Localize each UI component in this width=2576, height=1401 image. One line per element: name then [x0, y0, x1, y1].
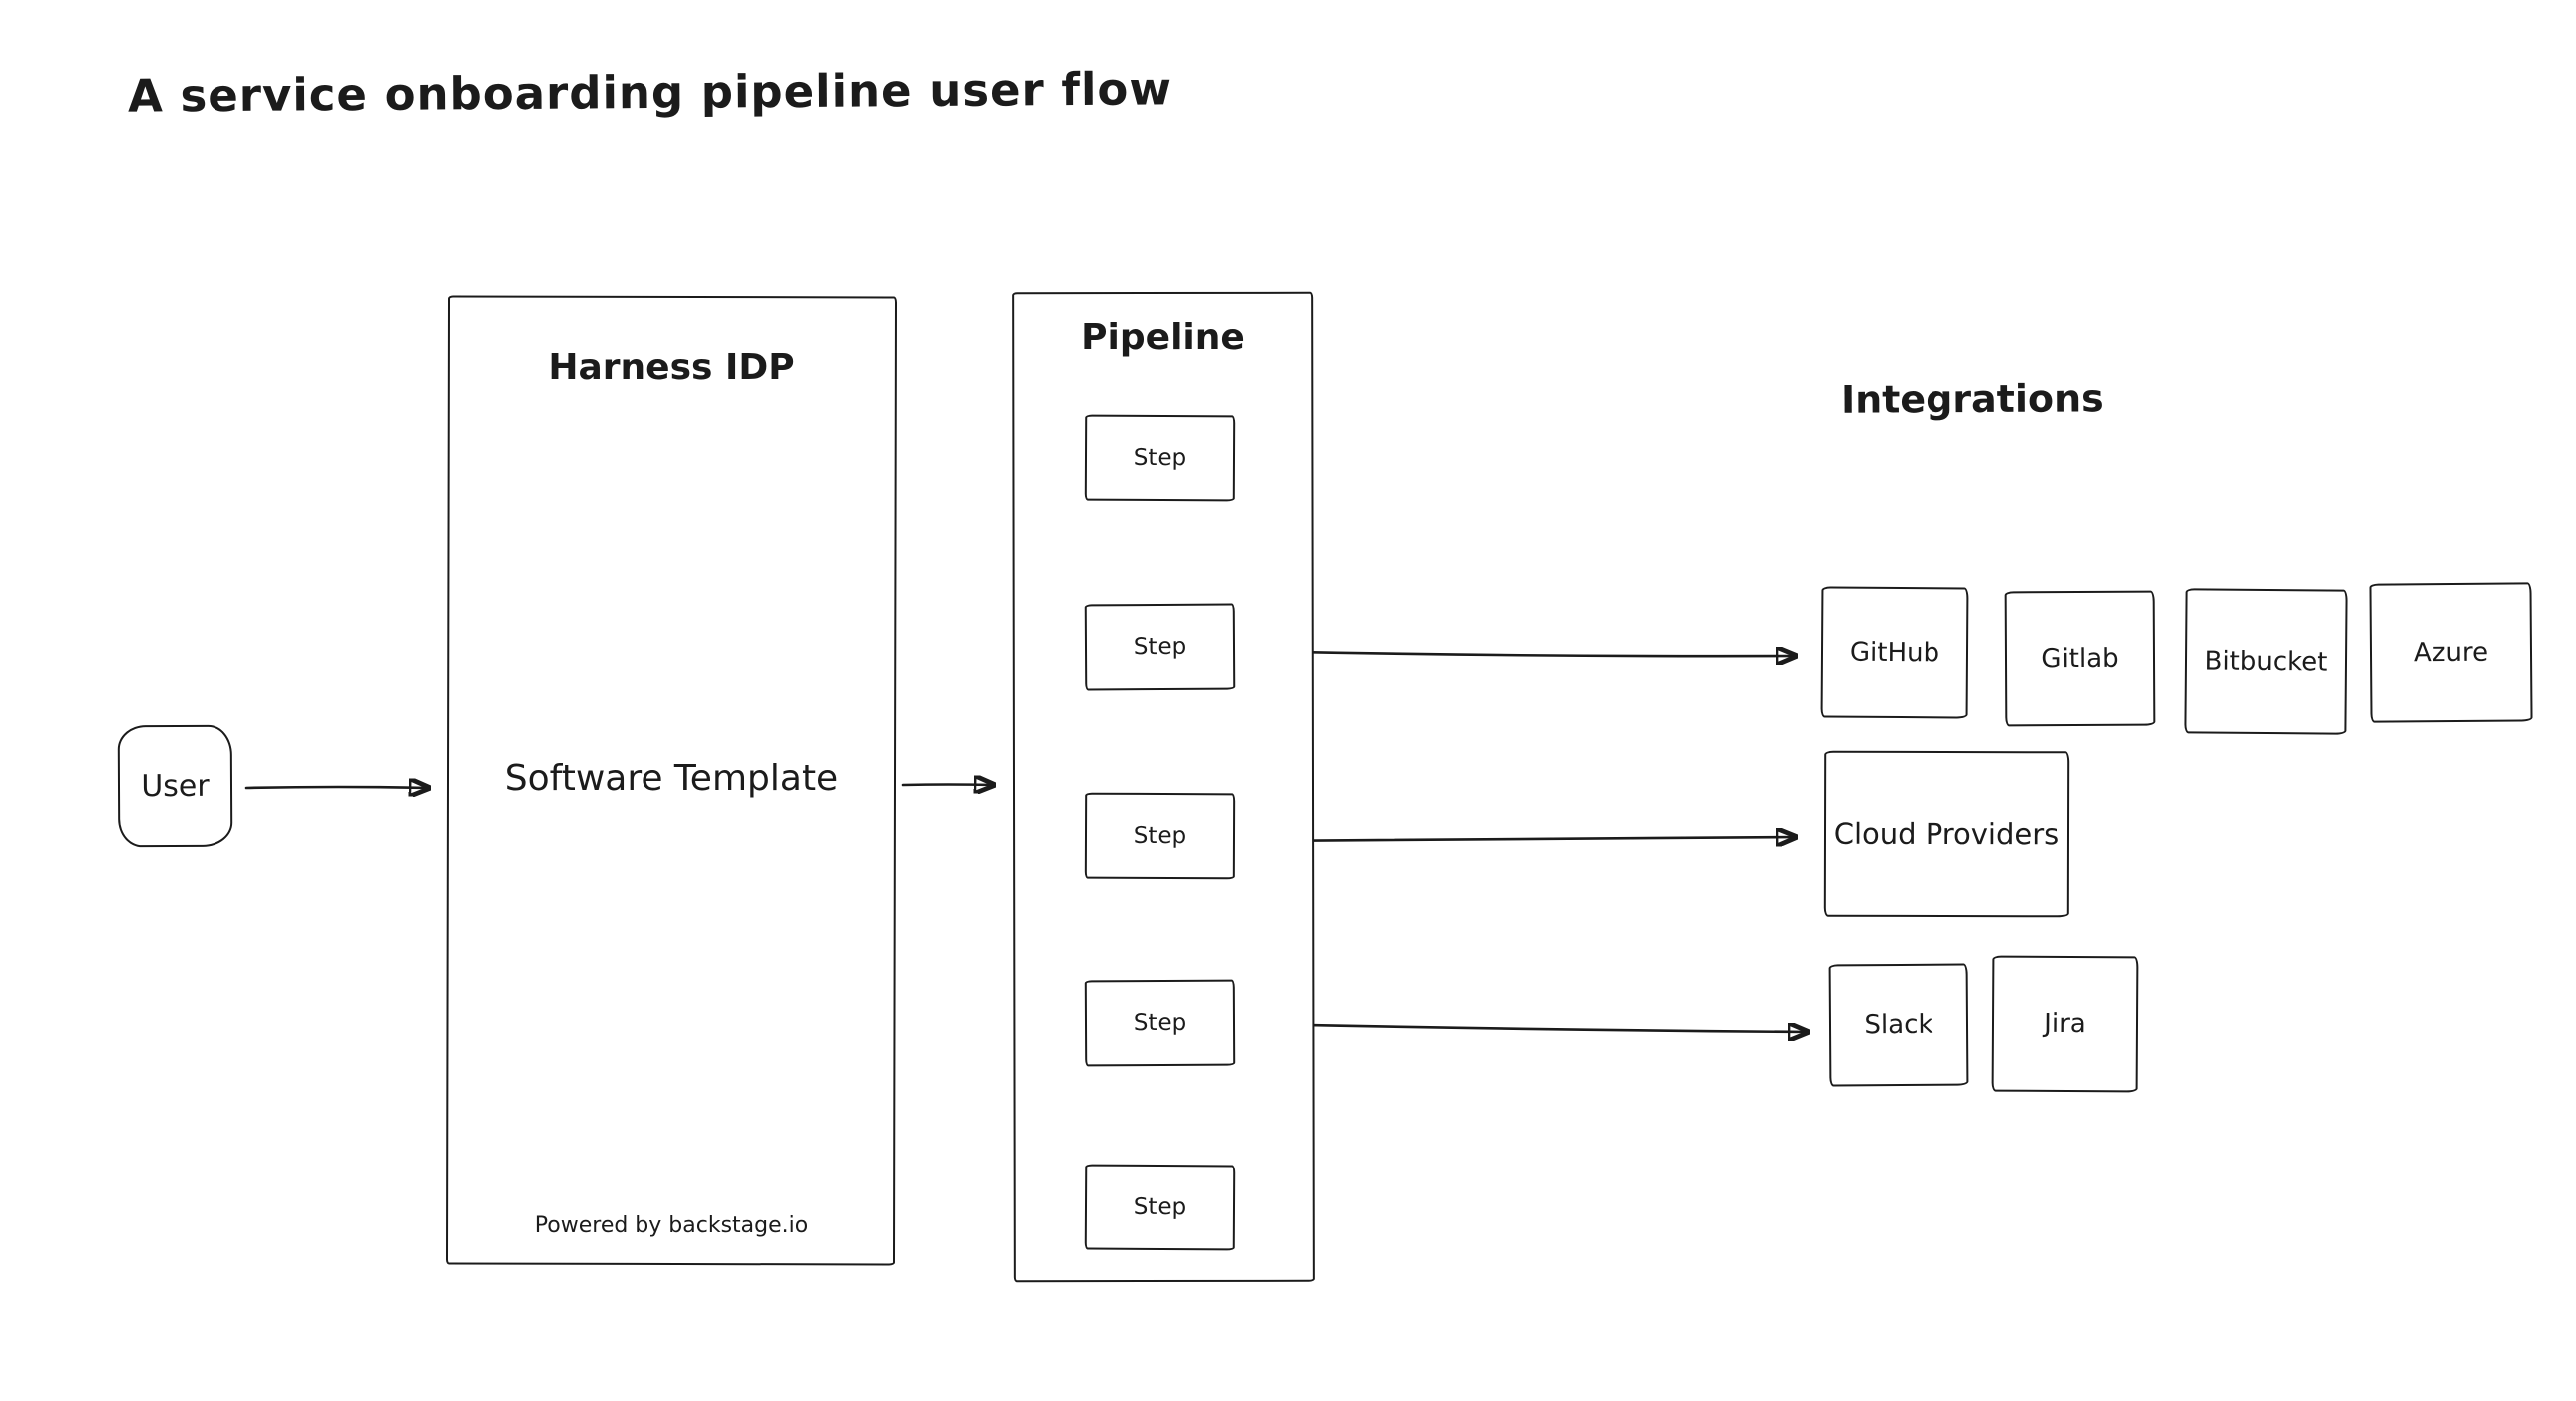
step-label: Step [1133, 1009, 1187, 1037]
pipeline-step-2[interactable]: Step [1084, 603, 1236, 691]
arrow-user-to-harness[interactable] [244, 787, 429, 788]
integration-cloud-providers-node[interactable]: Cloud Providers [1823, 750, 2070, 918]
jira-label: Jira [2044, 1008, 2086, 1040]
azure-label: Azure [2413, 637, 2489, 669]
gitlab-label: Gitlab [2041, 643, 2119, 675]
integration-github-node[interactable]: GitHub [1820, 586, 1969, 719]
user-node[interactable]: User [117, 724, 233, 848]
harness-idp-title: Harness IDP [548, 347, 795, 388]
integrations-title: Integrations [1840, 376, 2104, 422]
github-label: GitHub [1849, 637, 1940, 669]
integration-bitbucket-node[interactable]: Bitbucket [2184, 588, 2348, 735]
diagram-title: A service onboarding pipeline user flow [127, 62, 1173, 123]
step-label: Step [1133, 1193, 1187, 1221]
pipeline-title: Pipeline [1081, 317, 1245, 358]
step-label: Step [1133, 822, 1187, 850]
powered-by-backstage-label: Powered by backstage.io [534, 1213, 809, 1238]
integration-jira-node[interactable]: Jira [1991, 955, 2139, 1093]
pipeline-step-3[interactable]: Step [1084, 792, 1236, 880]
integration-gitlab-node[interactable]: Gitlab [2004, 590, 2156, 727]
step-label: Step [1133, 444, 1187, 472]
arrow-step2-to-github[interactable] [1245, 651, 1796, 656]
integration-azure-node[interactable]: Azure [2369, 582, 2533, 723]
arrow-harness-to-pipeline[interactable] [901, 785, 994, 786]
arrow-step4-to-slack[interactable] [1257, 1022, 1808, 1032]
arrow-step3-to-cloud-providers[interactable] [1252, 837, 1796, 841]
cloud-providers-label: Cloud Providers [1833, 816, 2060, 852]
pipeline-step-1[interactable]: Step [1084, 414, 1236, 502]
step-label: Step [1133, 633, 1187, 661]
slack-label: Slack [1864, 1009, 1933, 1041]
pipeline-step-5[interactable]: Step [1084, 1164, 1236, 1251]
bitbucket-label: Bitbucket [2204, 646, 2328, 678]
pipeline-step-4[interactable]: Step [1084, 979, 1236, 1067]
integration-slack-node[interactable]: Slack [1828, 963, 1969, 1087]
user-label: User [141, 768, 210, 804]
software-template-label: Software Template [504, 758, 839, 799]
